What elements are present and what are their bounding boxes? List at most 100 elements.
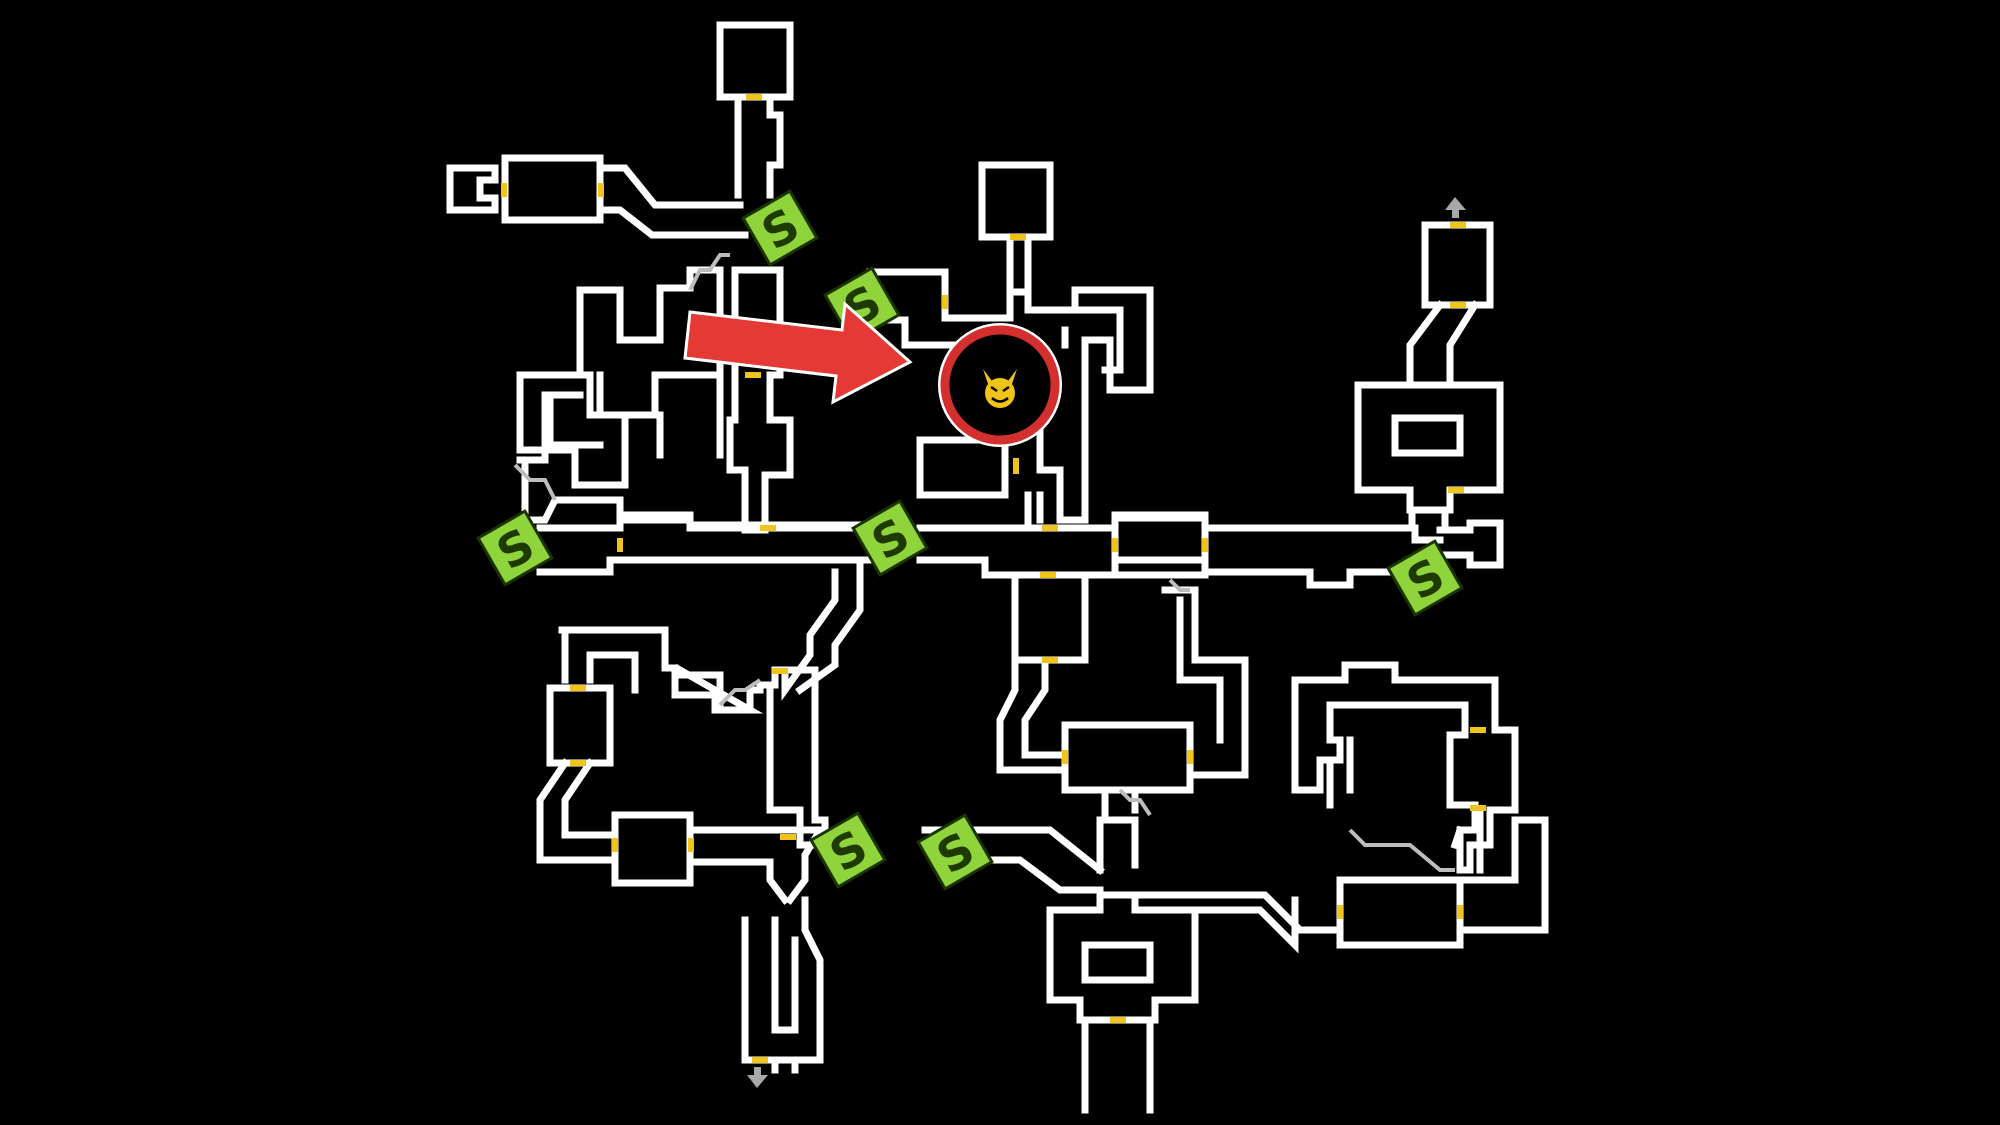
corridor bbox=[1101, 786, 1139, 824]
door bbox=[501, 183, 507, 197]
door bbox=[1450, 302, 1466, 308]
target-marker[interactable] bbox=[938, 323, 1062, 447]
demon-cat-face-icon bbox=[983, 369, 1017, 408]
save-icon-bg bbox=[476, 509, 554, 587]
corridor bbox=[996, 751, 1069, 774]
main-corridor bbox=[536, 511, 884, 576]
down-arrow-icon[interactable] bbox=[747, 1067, 768, 1088]
door bbox=[1110, 1017, 1126, 1023]
door bbox=[752, 1057, 768, 1063]
door bbox=[570, 760, 586, 766]
save-icon-bg bbox=[851, 499, 929, 577]
save-icon-bg bbox=[916, 813, 994, 891]
door bbox=[598, 183, 604, 197]
room bbox=[1336, 876, 1464, 949]
corridor bbox=[766, 826, 827, 905]
door bbox=[1470, 727, 1486, 733]
room bbox=[1046, 891, 1199, 1024]
corridor bbox=[1450, 806, 1484, 874]
room bbox=[726, 266, 794, 534]
door bbox=[570, 685, 586, 691]
room bbox=[446, 164, 499, 214]
save-icon-bg bbox=[1386, 539, 1464, 617]
save-icon[interactable]: S bbox=[1386, 539, 1464, 617]
stair bbox=[1168, 578, 1190, 592]
room bbox=[1081, 941, 1154, 984]
save-icon-bg bbox=[809, 811, 887, 889]
corridor bbox=[521, 456, 894, 529]
corridor bbox=[1326, 736, 1354, 809]
door bbox=[746, 94, 762, 100]
corridor bbox=[1024, 491, 1044, 529]
room bbox=[546, 684, 614, 767]
save-icon[interactable]: S bbox=[916, 813, 994, 891]
pointer-arrow bbox=[683, 300, 913, 405]
door bbox=[745, 372, 761, 378]
corridor bbox=[1408, 506, 1449, 532]
door bbox=[1042, 657, 1058, 663]
corridor bbox=[781, 556, 864, 701]
stair bbox=[513, 463, 557, 501]
map-doors bbox=[501, 94, 1486, 1063]
corridor bbox=[1096, 816, 1139, 874]
corridor bbox=[1081, 1016, 1154, 1114]
stair bbox=[1348, 828, 1455, 872]
corridor bbox=[1131, 891, 1344, 954]
door bbox=[760, 525, 776, 531]
corridor bbox=[516, 391, 604, 464]
door bbox=[1013, 458, 1019, 474]
save-icon-bg bbox=[741, 189, 819, 267]
corridor bbox=[1006, 233, 1032, 296]
save-points: S S S S S S S bbox=[476, 189, 1464, 891]
door bbox=[942, 295, 948, 309]
room bbox=[1421, 221, 1494, 309]
room bbox=[1354, 381, 1504, 514]
corridor bbox=[771, 1056, 799, 1074]
door bbox=[1448, 487, 1464, 493]
room bbox=[611, 811, 694, 887]
up-arrow-icon[interactable] bbox=[1445, 197, 1466, 218]
door bbox=[1187, 750, 1193, 764]
room bbox=[501, 154, 604, 224]
stair bbox=[718, 678, 762, 707]
corridor bbox=[1456, 816, 1549, 934]
door bbox=[1010, 234, 1026, 240]
door bbox=[1040, 572, 1056, 578]
corridor bbox=[734, 93, 784, 199]
corridor bbox=[1436, 519, 1504, 569]
save-icon[interactable]: S bbox=[741, 189, 819, 267]
door bbox=[1202, 538, 1208, 552]
corridor bbox=[656, 371, 724, 459]
room bbox=[576, 266, 724, 419]
corridor bbox=[1406, 300, 1480, 389]
room bbox=[741, 896, 824, 1064]
room bbox=[1011, 571, 1089, 664]
door bbox=[1457, 905, 1463, 919]
room bbox=[916, 436, 1009, 499]
corridor bbox=[996, 656, 1049, 774]
target-ring-red bbox=[940, 325, 1060, 445]
stair bbox=[688, 253, 730, 291]
door bbox=[1337, 905, 1343, 919]
door bbox=[612, 838, 618, 852]
map-walls bbox=[446, 21, 1549, 1114]
corridor bbox=[686, 826, 790, 905]
room bbox=[1111, 514, 1209, 579]
stair bbox=[1118, 788, 1152, 817]
corridor bbox=[1161, 586, 1249, 779]
room bbox=[716, 21, 794, 101]
door bbox=[617, 538, 623, 552]
door bbox=[1450, 222, 1466, 228]
save-icon[interactable]: S bbox=[851, 499, 929, 577]
door bbox=[1042, 525, 1058, 531]
corridor bbox=[596, 164, 749, 239]
map-stairs bbox=[513, 253, 1455, 872]
right-arrow-icon bbox=[683, 300, 913, 405]
room bbox=[1391, 414, 1464, 457]
exit-down bbox=[747, 1067, 768, 1088]
room bbox=[978, 161, 1054, 241]
corridor bbox=[1061, 306, 1124, 374]
corridor bbox=[536, 758, 619, 864]
